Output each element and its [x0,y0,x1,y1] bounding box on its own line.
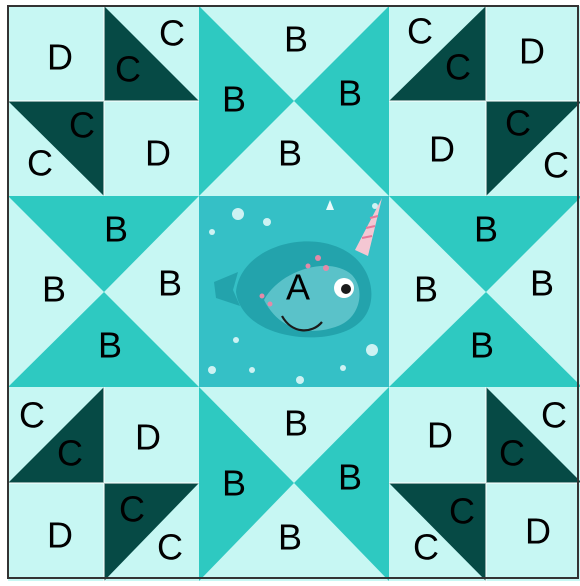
label-d: D [429,129,455,170]
label-c: C [445,47,471,88]
label-c: C [413,527,439,568]
label-c: C [27,143,53,184]
label-c: C [541,395,567,436]
label-d: D [47,37,73,78]
label-c: C [69,105,95,146]
label-c: C [499,433,525,474]
label-c: C [19,395,45,436]
label-b: B [284,403,308,444]
label-b: B [338,73,362,114]
label-b: B [42,269,66,310]
label-c: C [115,49,141,90]
label-d: D [47,515,73,556]
label-d: D [427,415,453,456]
label-c: C [57,433,83,474]
label-d: D [519,31,545,72]
label-d: D [145,133,171,174]
label-b: B [338,457,362,498]
label-b: B [158,263,182,304]
label-b: B [414,269,438,310]
label-c: C [505,103,531,144]
label-d: D [525,511,551,552]
label-c: C [543,145,569,186]
label-d: D [135,417,161,458]
label-c: C [449,491,475,532]
label-c: C [119,489,145,530]
label-c: C [407,11,433,52]
label-b: B [530,263,554,304]
label-b: B [284,19,308,60]
label-b: B [474,209,498,250]
label-b: B [104,209,128,250]
label-b: B [278,517,302,558]
label-b: B [222,463,246,504]
label-c: C [157,527,183,568]
label-b: B [470,325,494,366]
center-label-a: A [286,267,310,308]
label-b: B [222,79,246,120]
label-c: C [159,13,185,54]
label-b: B [98,325,122,366]
label-b: B [278,133,302,174]
